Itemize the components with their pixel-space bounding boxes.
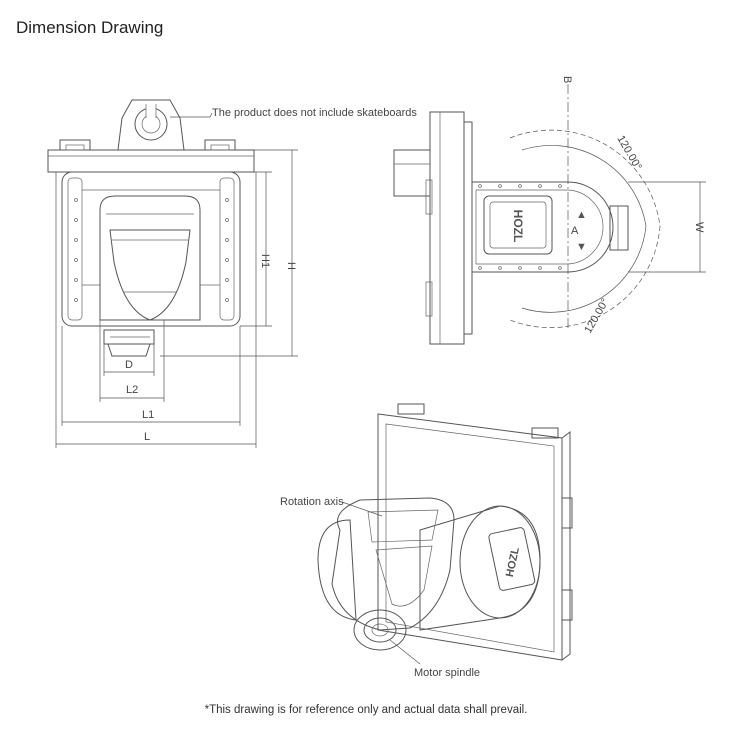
side-logo-plate [483, 195, 553, 255]
side-logo: HOZL [511, 210, 525, 243]
motor-spindle-label: Motor spindle [414, 667, 480, 679]
dim-l: L [144, 431, 150, 443]
footer-note: *This drawing is for reference only and … [204, 704, 528, 716]
front-note: The product does not include skateboards [212, 107, 417, 119]
front-spindle-body [109, 229, 191, 321]
iso-left-drum [317, 519, 357, 621]
iso-spindle-nose [353, 609, 407, 651]
side-back-plate [429, 111, 465, 345]
front-view: The product does not include skateboards… [47, 99, 417, 448]
side-dim-w: W [693, 222, 705, 233]
iso-logo: HOZL [504, 546, 522, 578]
side-view: HOZL ▲ ▼ A 120.00° 120.00° B W [393, 76, 706, 345]
side-axis-a: A [571, 225, 579, 237]
side-arrow-down-icon: ▼ [576, 241, 587, 253]
side-angle-bottom: 120.00° [582, 297, 611, 336]
iso-back-plate [377, 413, 563, 661]
iso-motor-housing [419, 505, 541, 631]
dim-l2: L2 [126, 384, 138, 396]
side-spindle-nose [609, 205, 629, 251]
side-motor-block [393, 149, 431, 197]
page-title: Dimension Drawing [16, 18, 164, 37]
front-top-plate [47, 149, 255, 173]
side-housing [471, 181, 614, 273]
iso-logo-plate [488, 527, 536, 591]
front-head-body [99, 195, 201, 321]
side-arrow-up-icon: ▲ [576, 209, 587, 221]
dim-l1: L1 [142, 409, 154, 421]
iso-head-body [331, 497, 455, 631]
side-angle-top: 120.00° [614, 134, 643, 173]
front-housing [61, 171, 241, 327]
dim-h1: H1 [259, 254, 271, 268]
side-dim-b: B [561, 76, 573, 83]
dim-h: H [285, 262, 297, 270]
front-clamp-ring [117, 99, 185, 151]
dim-d: D [125, 359, 133, 371]
rotation-axis-label: Rotation axis [280, 496, 344, 508]
iso-view: HOZL Rotation axis Motor spindle [280, 403, 573, 679]
front-spindle-nose [103, 329, 155, 345]
